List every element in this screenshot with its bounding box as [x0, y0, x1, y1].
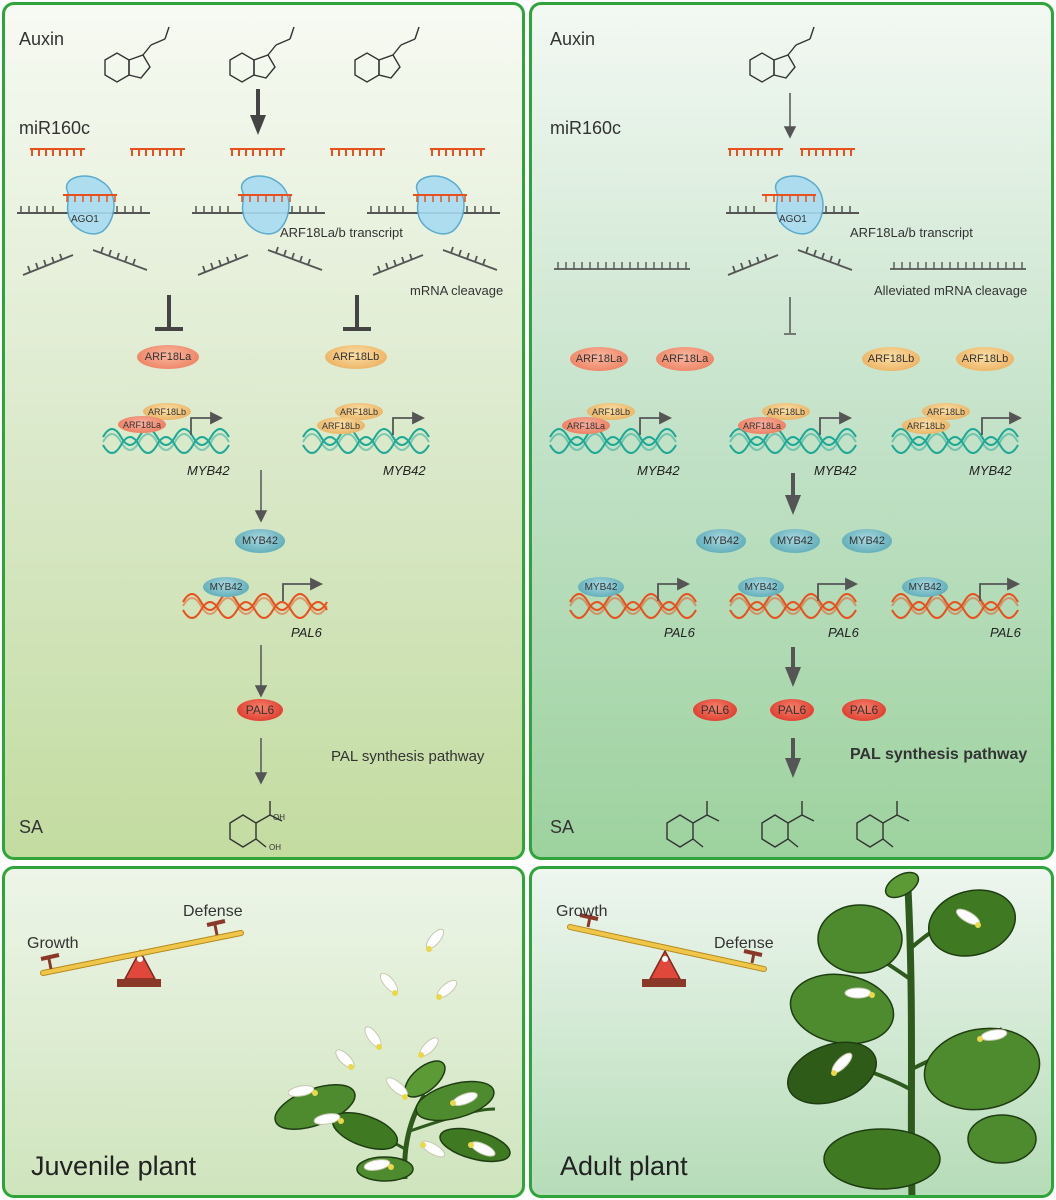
flow-arrow — [254, 470, 268, 785]
pal6-protein: PAL6 — [842, 699, 886, 721]
arf18lb-protein: ARF18Lb — [956, 347, 1014, 371]
panel-juvenile-pathway: Auxin miR160c AGO1 ARF18La/b transcript … — [2, 2, 525, 860]
seesaw-icon — [567, 913, 767, 987]
seesaw-icon — [40, 919, 244, 987]
salicylic-acid — [666, 801, 910, 848]
sa-label: SA — [19, 817, 44, 837]
pal6-gene-label: PAL6 — [664, 625, 695, 640]
pal6-protein: PAL6 — [693, 699, 737, 721]
defense-label: Defense — [183, 903, 243, 920]
myb42-bound: MYB42 — [738, 577, 784, 597]
auxin-arrow — [783, 93, 797, 139]
arf18lb-bound: ARF18Lb — [762, 403, 810, 420]
auxin-label: Auxin — [19, 29, 65, 49]
ago1-label: AGO1 — [779, 214, 807, 225]
pal6-gene-label: PAL6 — [291, 625, 322, 640]
mirna-strand — [728, 148, 856, 157]
arf18lb-protein: ARF18Lb — [325, 345, 387, 369]
juvenile-plant-graphics — [40, 919, 511, 1182]
defense-label: Defense — [714, 935, 774, 952]
myb42-bound: MYB42 — [578, 577, 624, 597]
myb42-dna — [549, 428, 1019, 454]
juvenile-plant-illustration — [274, 1060, 511, 1182]
tss-arrow-pal — [657, 577, 1021, 601]
arf18lb-bound: ARF18Lb — [902, 417, 950, 434]
cleaved-fragment — [22, 246, 498, 276]
myb42-gene-label: MYB42 — [814, 463, 857, 478]
mir160c-label: miR160c — [19, 118, 91, 138]
myb42-dna — [102, 428, 430, 454]
transcript-ago-complex — [726, 175, 859, 235]
transcript-label: ARF18La/b transcript — [280, 225, 403, 240]
arf18la-bound: ARF18La — [562, 417, 610, 434]
adult-plant-graphics — [567, 871, 1041, 1195]
auxin-label: Auxin — [550, 29, 596, 49]
flow-arrow-thick — [785, 473, 801, 778]
cleavage-label: Alleviated mRNA cleavage — [874, 283, 1028, 298]
pal6-protein: PAL6 — [237, 699, 283, 721]
myb42-protein: MYB42 — [696, 529, 746, 553]
whitefly-icon — [831, 908, 1008, 1076]
arf18lb-bound: ARF18Lb — [317, 417, 365, 434]
inhibition-mark — [155, 295, 371, 331]
arf18la-bound: ARF18La — [118, 416, 166, 433]
mir160c-label: miR160c — [550, 118, 622, 138]
auxin-molecule — [104, 26, 420, 83]
juvenile-plant-label: Juvenile plant — [31, 1151, 197, 1181]
myb42-gene-label: MYB42 — [969, 463, 1012, 478]
sa-oh2-label: OH — [269, 843, 281, 852]
panel-adult-plant: Growth Defense Adult plant — [529, 866, 1054, 1198]
panel-adult-pathway: Auxin miR160c AGO1 ARF18La/b transcript … — [529, 2, 1054, 860]
myb42-gene-label: MYB42 — [187, 463, 230, 478]
growth-label: Growth — [556, 903, 608, 920]
arf18la-bound: ARF18La — [738, 417, 786, 434]
arf18la-protein: ARF18La — [137, 345, 199, 369]
arf18la-protein: ARF18La — [570, 347, 628, 371]
arf18lb-bound: ARF18Lb — [922, 403, 970, 420]
sa-oh-label: OH — [273, 813, 285, 822]
transcript-ago-complex — [17, 174, 501, 235]
salicylic-acid — [229, 801, 283, 848]
pal6-gene-label: PAL6 — [828, 625, 859, 640]
pal6-gene-label: PAL6 — [990, 625, 1021, 640]
pathway-label: PAL synthesis pathway — [850, 746, 1028, 763]
mirna-strand — [30, 148, 486, 157]
whitefly-icon — [287, 928, 496, 1171]
tss-arrow — [190, 411, 426, 435]
adult-plant-label: Adult plant — [560, 1151, 688, 1181]
pathway-label: PAL synthesis pathway — [331, 748, 485, 765]
tss-arrow-pal — [282, 577, 324, 601]
arf18lb-bound: ARF18Lb — [335, 403, 383, 420]
juvenile-pathway-graphics — [17, 26, 501, 848]
myb42-protein: MYB42 — [235, 529, 285, 553]
panel-juvenile-plant: Growth Defense Juvenile plant — [2, 866, 525, 1198]
growth-label: Growth — [27, 935, 79, 952]
ago1-label: AGO1 — [71, 214, 99, 225]
arf18lb-bound: ARF18Lb — [587, 403, 635, 420]
myb42-protein: MYB42 — [770, 529, 820, 553]
cleaved-fragment — [727, 246, 853, 276]
cleavage-label: mRNA cleavage — [410, 283, 504, 298]
pal6-dna — [569, 593, 1019, 619]
auxin-arrow — [250, 89, 266, 135]
adult-pathway-graphics — [549, 26, 1026, 848]
arf18lb-protein: ARF18Lb — [862, 347, 920, 371]
myb42-gene-label: MYB42 — [637, 463, 680, 478]
transcript-label: ARF18La/b transcript — [850, 225, 973, 240]
myb42-bound: MYB42 — [902, 577, 948, 597]
myb42-gene-label: MYB42 — [383, 463, 426, 478]
auxin-molecule — [749, 26, 815, 83]
tss-arrow — [639, 411, 1023, 435]
myb42-protein: MYB42 — [842, 529, 892, 553]
intact-transcript — [554, 262, 1026, 270]
arf18lb-bound: ARF18Lb — [143, 403, 191, 420]
sa-label: SA — [550, 817, 575, 837]
myb42-bound: MYB42 — [203, 577, 249, 597]
pal6-protein: PAL6 — [770, 699, 814, 721]
weak-inhibition-mark — [784, 297, 796, 335]
arf18la-protein: ARF18La — [656, 347, 714, 371]
pal6-dna — [182, 593, 328, 619]
